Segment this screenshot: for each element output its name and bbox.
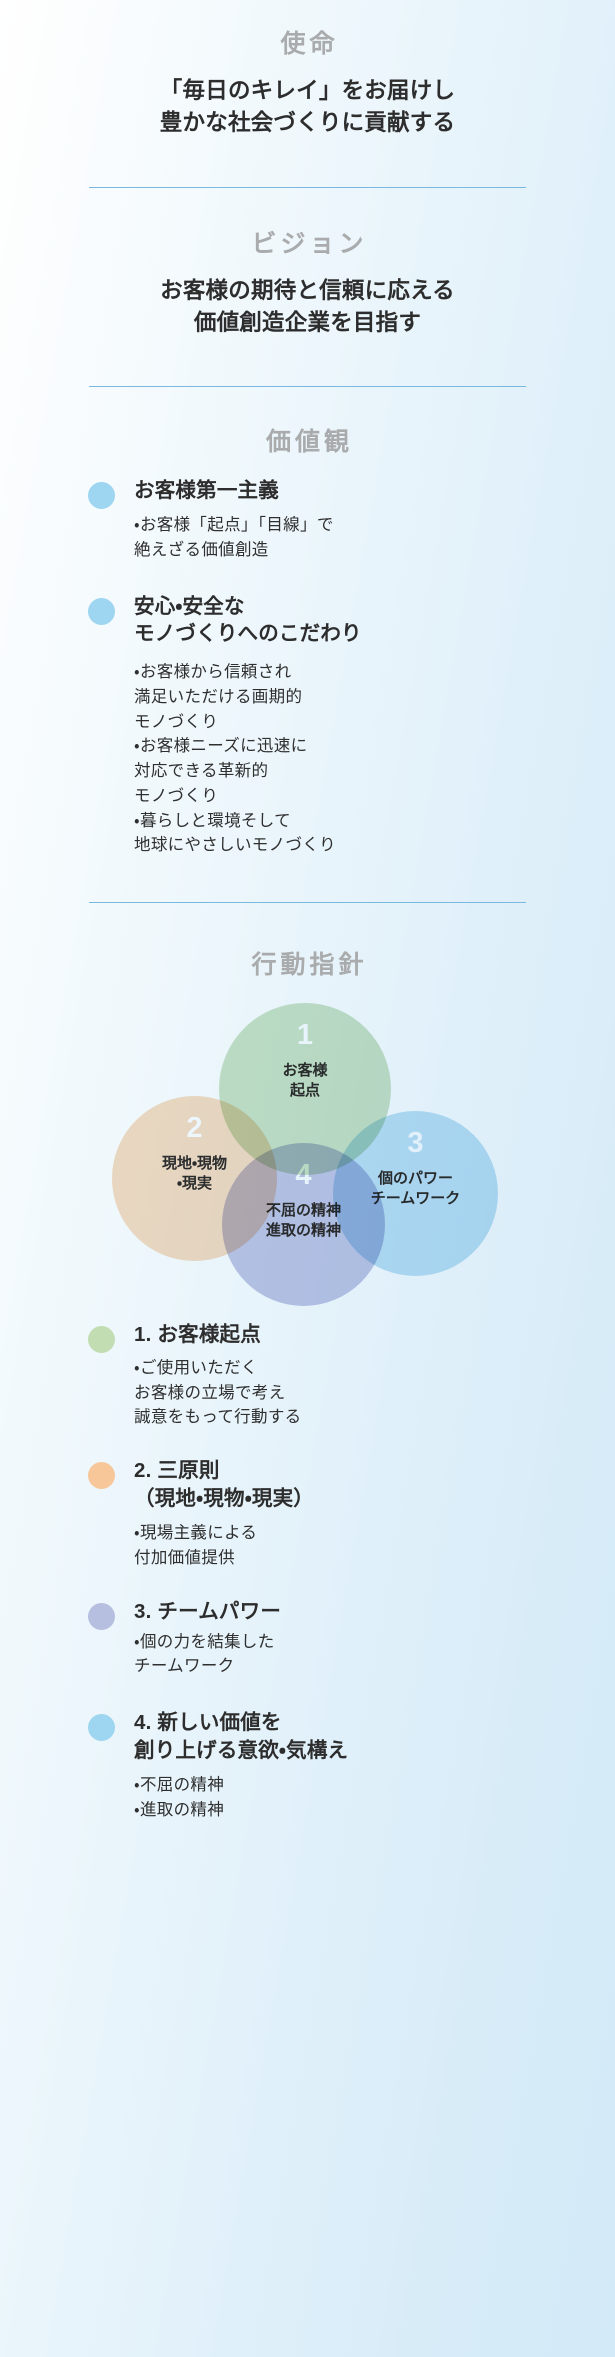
vision-line-2: 価値創造企業を目指す [193, 310, 422, 336]
value-title-2: 安心・安全な モノづくりへのこだわり [134, 594, 362, 646]
guideline-sub-text-1: ・ご使用いただく お客様の立場で考え 誠意をもって行動する [134, 1358, 302, 1427]
vision-section: ビジョン お客様の期待と信頼に応える 価値創造企業を目指す [0, 188, 615, 340]
value-sub-text-2: ・お客様から信頼され 満足いただける画期的 モノづくり ・お客様ニーズに迅速に … [134, 663, 336, 855]
guideline-title-3: 3. チームパワー [134, 1599, 282, 1623]
value-title-1: お客様第一主義 [134, 478, 279, 502]
venn-circle-4: 4 不屈の精神 進取の精神 [222, 1143, 385, 1307]
guideline-bullet-dot-1 [88, 1326, 115, 1354]
venn-label-1: お客様 起点 [282, 1062, 328, 1100]
guideline-sub-3: ・個の力を結集した チームワーク [134, 1630, 538, 1680]
guideline-title-1: 1. お客様起点 [134, 1323, 261, 1347]
venn-label-2: 現地・現物 ・現実 [161, 1155, 228, 1193]
value-sub-text-1: ・お客様「起点」「目線」で 絶えざる価値創造 [134, 516, 334, 559]
guideline-sub-text-3: ・個の力を結集した チームワーク [134, 1632, 275, 1676]
divider-vision-values [89, 385, 526, 387]
divider-mission-vision [89, 186, 526, 188]
venn-label-4: 不屈の精神 進取の精神 [265, 1202, 341, 1240]
venn-number-2: 2 [186, 1112, 203, 1145]
guideline-sub-1: ・ご使用いただく お客様の立場で考え 誠意をもって行動する [134, 1356, 538, 1430]
value-bullet-dot-1 [88, 481, 115, 509]
values-section: 価値観 お客様第一主義 ・お客様「起点」「目線」で 絶えざる価値創造 安心・安全… [0, 387, 615, 859]
guidelines-venn-diagram: 1 お客様 起点 2 現地・現物 ・現実 3 個のパワー チームワーク 4 不屈… [0, 1003, 615, 1307]
venn-number-1: 1 [296, 1019, 314, 1052]
guideline-sub-2: ・現場主義による 付加価値提供 [134, 1521, 538, 1571]
guideline-item-3: 3. チームパワー ・個の力を結集した チームワーク [88, 1598, 538, 1679]
mission-line-1: 「毎日のキレイ」をお届けし [159, 78, 456, 103]
guidelines-section: 行動指針 1 お客様 起点 2 現地・現物 ・現実 3 個のパワー チームワーク… [0, 903, 615, 1823]
values-heading: 価値観 [265, 427, 353, 456]
guideline-sub-text-2: ・現場主義による 付加価値提供 [134, 1524, 258, 1568]
value-sub-1: ・お客様「起点」「目線」で 絶えざる価値創造 [134, 513, 528, 563]
mission-heading: 使命 [280, 30, 339, 58]
guideline-sub-text-4: ・不屈の精神 ・進取の精神 [134, 1776, 225, 1820]
guideline-item-4: 4. 新しい価値を 創り上げる意欲・気構え ・不屈の精神 ・進取の精神 [88, 1709, 548, 1823]
vision-line-1: お客様の期待と信頼に応える [160, 277, 455, 303]
value-bullet-dot-2 [88, 597, 115, 625]
value-item-2: 安心・安全な モノづくりへのこだわり ・お客様から信頼され 満足いただける画期的… [88, 593, 538, 858]
mission-line-2: 豊かな社会づくりに貢献する [159, 110, 456, 136]
guideline-bullet-dot-3 [88, 1602, 115, 1630]
venn-number-4: 4 [295, 1159, 312, 1192]
value-item-1: お客様第一主義 ・お客様「起点」「目線」で 絶えざる価値創造 [88, 477, 528, 563]
venn-number-3: 3 [407, 1127, 424, 1160]
guideline-bullet-dot-2 [88, 1462, 115, 1489]
guideline-title-2: 2. 三原則 （現地・現物・現実） [134, 1459, 314, 1510]
value-sub-2: ・お客様から信頼され 満足いただける画期的 モノづくり ・お客様ニーズに迅速に … [134, 660, 538, 858]
divider-values-guidelines [89, 902, 526, 904]
guideline-title-4: 4. 新しい価値を 創り上げる意欲・気構え [134, 1711, 349, 1762]
guideline-sub-4: ・不屈の精神 ・進取の精神 [134, 1773, 548, 1823]
guideline-bullet-dot-4 [88, 1714, 115, 1742]
venn-label-3: 個のパワー チームワーク [370, 1170, 461, 1208]
guideline-item-2: 2. 三原則 （現地・現物・現実） ・現場主義による 付加価値提供 [88, 1457, 538, 1571]
guidelines-heading: 行動指針 [251, 951, 368, 980]
mission-section: 使命 「毎日のキレイ」をお届けし 豊かな社会づくりに貢献する [0, 0, 615, 140]
guideline-item-1: 1. お客様起点 ・ご使用いただく お客様の立場で考え 誠意をもって行動する [88, 1321, 538, 1430]
vision-heading: ビジョン [251, 229, 368, 258]
